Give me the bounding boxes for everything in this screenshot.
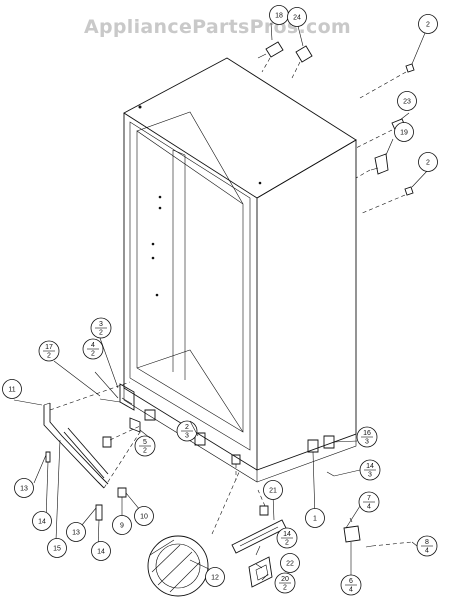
callout-16-3: 163	[356, 426, 378, 448]
fitting-24	[291, 45, 313, 79]
foot-1	[307, 439, 319, 453]
svg-text:23: 23	[403, 99, 411, 106]
svg-text:14: 14	[38, 519, 46, 526]
callout-17-2: 172	[38, 340, 60, 362]
svg-text:19: 19	[400, 130, 408, 137]
svg-text:21: 21	[269, 488, 277, 495]
callout-24: 24	[287, 7, 307, 27]
svg-text:3: 3	[365, 439, 369, 446]
svg-text:14: 14	[283, 531, 291, 538]
callout-11: 11	[2, 379, 22, 399]
svg-text:4: 4	[91, 342, 95, 349]
svg-text:24: 24	[293, 15, 301, 22]
svg-text:2: 2	[47, 353, 51, 360]
svg-text:6: 6	[349, 578, 353, 585]
svg-text:5: 5	[143, 439, 147, 446]
callout-9: 9	[112, 515, 132, 535]
callout-13-left: 13	[14, 478, 34, 498]
callout-21: 21	[263, 480, 283, 500]
svg-text:15: 15	[53, 546, 61, 553]
callout-14-2: 142	[276, 527, 298, 549]
callout-14-3: 143	[359, 459, 381, 481]
callout-4-2: 42	[82, 338, 104, 360]
svg-text:13: 13	[20, 486, 28, 493]
svg-text:22: 22	[286, 561, 294, 568]
foot-2-3	[144, 409, 206, 446]
refrigerator-cabinet	[123, 57, 357, 483]
svg-text:3: 3	[185, 433, 189, 440]
watermark: AppliancePartsPros.com	[84, 16, 351, 38]
callout-2-top: 2	[418, 14, 438, 34]
svg-text:2: 2	[91, 351, 95, 358]
screw-8-4	[365, 541, 413, 548]
dash-leaders-center	[211, 469, 266, 535]
svg-text:7: 7	[367, 495, 371, 502]
screw-2-side	[359, 186, 414, 215]
plate-20-22	[248, 556, 273, 588]
svg-text:4: 4	[425, 548, 429, 555]
leader-lines	[13, 22, 429, 581]
svg-text:2: 2	[99, 330, 103, 337]
callout-13-right: 13	[66, 522, 86, 542]
svg-text:2: 2	[426, 22, 430, 29]
foot-16-3	[323, 435, 335, 449]
callout-19: 19	[394, 122, 414, 142]
leveling-leg-12	[147, 535, 209, 597]
svg-text:12: 12	[211, 575, 219, 582]
callout-14-left: 14	[32, 511, 52, 531]
svg-text:14: 14	[97, 549, 105, 556]
callout-3-2: 32	[90, 317, 112, 339]
svg-text:9: 9	[120, 523, 124, 530]
screw-2-top	[359, 63, 415, 99]
callout-6-4: 64	[340, 574, 362, 596]
svg-text:20: 20	[281, 576, 289, 583]
drain-tube-assembly	[43, 381, 141, 521]
svg-text:4: 4	[349, 587, 353, 594]
svg-text:2: 2	[285, 540, 289, 547]
callout-5-2: 52	[134, 435, 156, 457]
callout-20-2: 202	[274, 572, 296, 594]
callout-23: 23	[397, 91, 417, 111]
callout-22: 22	[280, 553, 300, 573]
screw-9-10	[102, 425, 141, 498]
svg-text:17: 17	[45, 344, 53, 351]
fitting-18	[257, 41, 284, 73]
screw-17	[99, 398, 121, 403]
callout-8-4: 84	[416, 535, 438, 557]
svg-text:2: 2	[185, 424, 189, 431]
callout-1: 1	[305, 508, 325, 528]
svg-text:18: 18	[275, 13, 283, 20]
callout-12: 12	[205, 567, 225, 587]
callout-7-4: 74	[358, 491, 380, 513]
svg-text:4: 4	[367, 504, 371, 511]
callout-2-3: 23	[176, 420, 198, 442]
svg-text:11: 11	[8, 387, 15, 394]
svg-text:16: 16	[363, 430, 371, 437]
svg-text:3: 3	[368, 472, 372, 479]
screw-14-3	[326, 471, 335, 477]
cap-6-4	[343, 517, 361, 543]
svg-text:2: 2	[143, 448, 147, 455]
callout-15: 15	[47, 538, 67, 558]
svg-text:2: 2	[283, 585, 287, 592]
screw-center	[231, 454, 269, 516]
callout-2-side: 2	[418, 152, 438, 172]
callout-14-right: 14	[91, 541, 111, 561]
fitting-19	[355, 153, 389, 179]
callout-18: 18	[269, 5, 289, 25]
bracket-3-2	[119, 383, 135, 411]
svg-text:13: 13	[72, 530, 80, 537]
svg-text:8: 8	[425, 539, 429, 546]
svg-text:3: 3	[99, 321, 103, 328]
svg-text:1: 1	[313, 516, 317, 523]
callout-10: 10	[134, 506, 154, 526]
svg-text:2: 2	[426, 160, 430, 167]
svg-text:14: 14	[366, 463, 374, 470]
fraction-leaders	[139, 420, 418, 575]
svg-text:10: 10	[140, 514, 148, 521]
